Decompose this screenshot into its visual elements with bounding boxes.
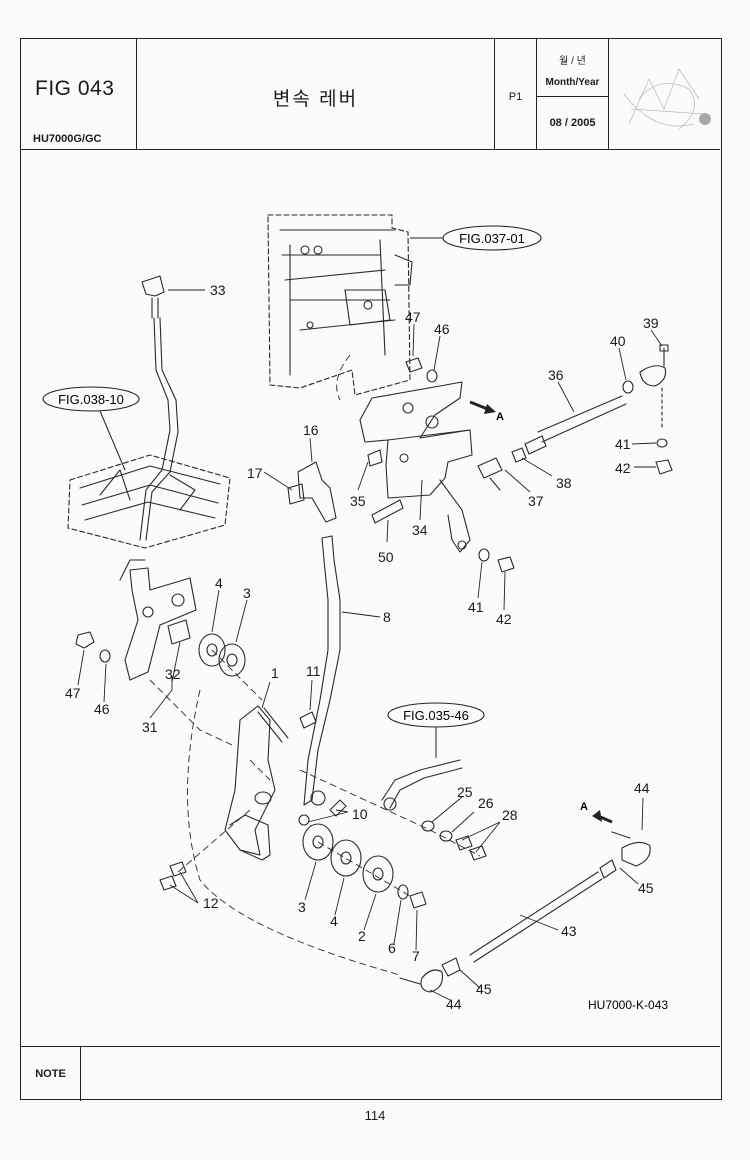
- note-label: NOTE: [21, 1047, 81, 1101]
- revision-date: 08 / 2005: [549, 117, 596, 129]
- callout-7: 7: [412, 948, 420, 964]
- callout-33: 33: [210, 282, 226, 298]
- callout-36: 36: [548, 367, 564, 383]
- callout-45: 45: [638, 880, 654, 896]
- callout-50: 50: [378, 549, 394, 565]
- callout-42: 42: [496, 611, 512, 627]
- month-year-korean: 월 / 년: [559, 56, 586, 67]
- page-frame: FIG 043 HU7000G/GC 변속 레버 P1 월 / 년 Month/…: [20, 38, 722, 1101]
- callout-37: 37: [528, 493, 544, 509]
- callout-2: 2: [358, 928, 366, 944]
- bracket-34: [359, 381, 473, 553]
- callout-1: 1: [271, 665, 279, 681]
- callout-42: 42: [615, 460, 631, 476]
- callout-34: 34: [412, 522, 428, 538]
- callout-4: 4: [215, 575, 223, 591]
- part-callouts: 33 47 46 39 40 36 16 17 35 34 37 38 41 4…: [65, 282, 659, 1012]
- shift-rod: [381, 759, 463, 811]
- rod-43: [399, 831, 651, 993]
- model-code: HU7000G/GC: [33, 133, 102, 145]
- leader-lines: [77, 289, 663, 1001]
- callout-31: 31: [142, 719, 158, 735]
- callout-40: 40: [610, 333, 626, 349]
- callout-16: 16: [303, 422, 319, 438]
- ref-label: FIG.037-01: [459, 231, 525, 246]
- nut-38: [511, 447, 527, 463]
- floor-plate: [67, 454, 231, 549]
- arrow-a-lower: A: [580, 801, 613, 824]
- shift-lever-33: [139, 275, 179, 541]
- callout-47: 47: [405, 309, 421, 325]
- part-title: 변속 레버: [272, 89, 359, 110]
- month-year-cell: 월 / 년 Month/Year 08 / 2005: [537, 39, 609, 149]
- callout-45: 45: [476, 981, 492, 997]
- approval-stamp: [623, 68, 711, 130]
- callout-25: 25: [457, 784, 473, 800]
- page-number: 114: [364, 1108, 386, 1123]
- callout-10: 10: [352, 806, 368, 822]
- callout-46: 46: [94, 701, 110, 717]
- callout-46: 46: [434, 321, 450, 337]
- callout-26: 26: [478, 795, 494, 811]
- callout-43: 43: [561, 923, 577, 939]
- callout-12: 12: [203, 895, 219, 911]
- ref-fig-035: FIG.035-46: [387, 702, 485, 758]
- note-row: NOTE: [21, 1046, 720, 1101]
- callout-47: 47: [65, 685, 81, 701]
- arrow-a-label: A: [580, 801, 588, 813]
- stamp-cell: [609, 39, 720, 149]
- callout-32: 32: [165, 666, 181, 682]
- title-cell: 변속 레버: [137, 39, 495, 149]
- callout-38: 38: [556, 475, 572, 491]
- fig-number: FIG 043: [35, 77, 115, 100]
- callout-44: 44: [446, 996, 462, 1012]
- assembly-lines: [149, 354, 481, 976]
- ref-label: FIG.038-10: [58, 392, 124, 407]
- callout-41: 41: [468, 599, 484, 615]
- fig-cell: FIG 043 HU7000G/GC: [21, 39, 137, 149]
- callout-44: 44: [634, 780, 650, 796]
- arrow-a-upper: A: [469, 400, 504, 423]
- callout-41: 41: [615, 436, 631, 452]
- month-year-label: Month/Year: [545, 77, 600, 88]
- rod-36: [524, 395, 627, 455]
- ref-fig-037: FIG.037-01: [410, 225, 542, 251]
- callout-28: 28: [502, 807, 518, 823]
- callout-39: 39: [643, 315, 659, 331]
- ref-fig-038: FIG.038-10: [42, 386, 140, 471]
- transmission-housing-outline: [267, 214, 413, 396]
- lever-8: [303, 535, 341, 806]
- callout-4: 4: [330, 913, 338, 929]
- bolt-37: [477, 457, 503, 491]
- ref-label: FIG.035-46: [403, 708, 469, 723]
- shift-arm-1: [224, 705, 317, 861]
- drawing-code: HU7000-K-043: [588, 998, 668, 1012]
- callout-11: 11: [306, 663, 321, 679]
- callout-3: 3: [298, 899, 306, 915]
- ball-joint-39: [639, 344, 669, 431]
- arrow-a-label: A: [496, 411, 504, 423]
- callout-6: 6: [388, 940, 396, 956]
- bolt-35: [367, 449, 383, 467]
- callout-17: 17: [247, 465, 263, 481]
- pivot-block-16: [287, 461, 337, 523]
- title-block: FIG 043 HU7000G/GC 변속 레버 P1 월 / 년 Month/…: [21, 39, 720, 150]
- page-code: P1: [508, 91, 523, 103]
- callout-3: 3: [243, 585, 251, 601]
- callout-8: 8: [383, 609, 391, 625]
- pin-50: [371, 499, 404, 524]
- bracket-31: [119, 559, 197, 681]
- callout-35: 35: [350, 493, 366, 509]
- page-cell: P1: [495, 39, 537, 149]
